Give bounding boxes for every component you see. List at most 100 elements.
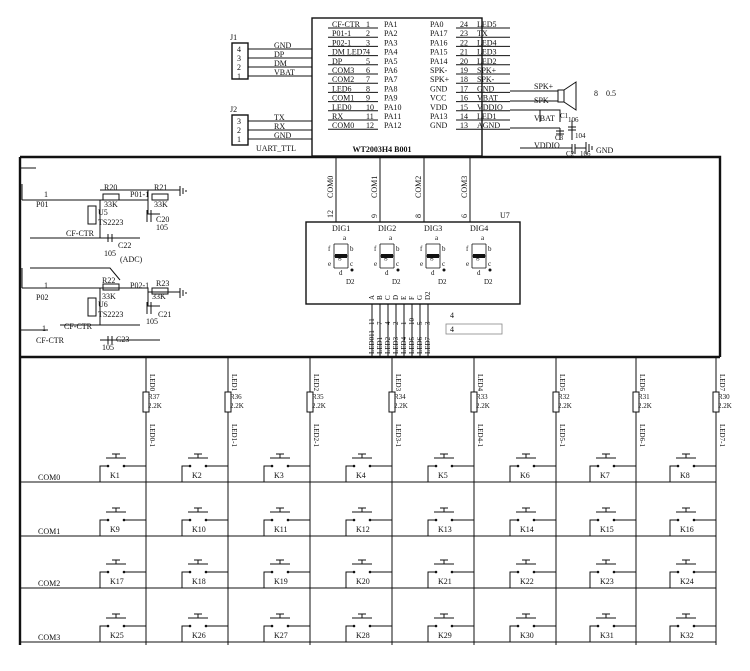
key-contact — [434, 518, 438, 522]
key-switch[interactable]: K17 — [99, 559, 146, 588]
column-resistor-icon — [224, 391, 232, 413]
com-pin-num: 9 — [370, 214, 379, 218]
column-resistor-icon — [306, 391, 314, 413]
key-switch[interactable]: K32 — [669, 613, 716, 642]
key-switch[interactable]: K27 — [263, 613, 310, 642]
key-label: K30 — [520, 631, 534, 640]
ic-left-net: COM2 — [332, 75, 354, 84]
ic-left-pin: PA5 — [384, 57, 398, 66]
seg-f-label: f — [374, 245, 377, 253]
key-switch[interactable]: K15 — [589, 507, 636, 536]
key-contact — [204, 518, 208, 522]
key-switch[interactable]: K10 — [181, 507, 228, 536]
key-switch[interactable]: K1 — [99, 453, 146, 482]
com-pin-num: 12 — [326, 210, 335, 218]
segment-g — [427, 254, 439, 258]
com-line-label: COM3 — [460, 176, 469, 198]
key-wire — [345, 465, 392, 482]
key-switch[interactable]: K14 — [509, 507, 556, 536]
key-label: K7 — [600, 471, 610, 480]
key-wire — [589, 519, 636, 536]
seg-e-label: e — [420, 260, 423, 268]
key-wire — [345, 625, 392, 642]
key-switch[interactable]: K18 — [181, 559, 228, 588]
key-button-icon — [352, 559, 372, 565]
display-led-net: LED4 — [400, 336, 408, 354]
column-resistor-value: 2.2K — [558, 402, 572, 410]
j2-net: RX — [274, 122, 285, 131]
digit-label: DIG2 — [378, 224, 396, 233]
ic-left-num: 8 — [366, 84, 370, 93]
r20-label: R20 — [104, 183, 117, 192]
key-label: K31 — [600, 631, 614, 640]
key-button-icon — [270, 507, 290, 513]
key-switch[interactable]: K12 — [345, 507, 392, 536]
key-wire — [99, 571, 146, 588]
key-switch[interactable]: K30 — [509, 613, 556, 642]
key-switch[interactable]: K31 — [589, 613, 636, 642]
j2-ref: J2 — [230, 105, 237, 114]
j2-pin-num: 3 — [237, 117, 241, 126]
key-switch[interactable]: K16 — [669, 507, 716, 536]
key-switch[interactable]: K13 — [427, 507, 474, 536]
key-label: K32 — [680, 631, 694, 640]
column-resistor-icon — [632, 391, 640, 413]
key-switch[interactable]: K4 — [345, 453, 392, 482]
key-label: K12 — [356, 525, 370, 534]
seg-f-label: f — [466, 245, 469, 253]
display-note-box — [445, 323, 503, 335]
key-contact — [286, 518, 290, 522]
key-switch[interactable]: K11 — [263, 507, 310, 536]
seg-a-label: a — [435, 234, 439, 242]
key-contact — [692, 570, 696, 574]
key-switch[interactable]: K2 — [181, 453, 228, 482]
key-button-icon — [434, 453, 454, 459]
j2-net: TX — [274, 113, 285, 122]
ch2-cfctr-b: CF-CTR — [36, 336, 65, 345]
c1-label: C1 — [560, 112, 569, 120]
r23-label: R23 — [156, 279, 169, 288]
ic-left-net: LED6 — [332, 84, 352, 93]
key-switch[interactable]: K6 — [509, 453, 556, 482]
key-switch[interactable]: K19 — [263, 559, 310, 588]
display-pin-letter: D — [392, 295, 400, 300]
key-wire — [427, 571, 474, 588]
key-wire — [509, 571, 556, 588]
row-label: COM3 — [38, 633, 60, 642]
key-contact — [204, 464, 208, 468]
key-switch[interactable]: K28 — [345, 613, 392, 642]
r22-value: 33K — [102, 292, 116, 301]
seg-b-label: b — [350, 245, 354, 253]
key-switch[interactable]: K24 — [669, 559, 716, 588]
key-button-icon — [596, 613, 616, 619]
key-switch[interactable]: K5 — [427, 453, 474, 482]
key-switch[interactable]: K29 — [427, 613, 474, 642]
key-button-icon — [434, 507, 454, 513]
display-led-net: LED7 — [424, 336, 432, 354]
key-switch[interactable]: K8 — [669, 453, 716, 482]
key-contact — [368, 570, 372, 574]
key-switch[interactable]: K9 — [99, 507, 146, 536]
ic-part-label: WT2003H4 B001 — [353, 145, 412, 154]
segment-g — [473, 254, 485, 258]
key-switch[interactable]: K21 — [427, 559, 474, 588]
key-switch[interactable]: K7 — [589, 453, 636, 482]
power-wires — [510, 109, 572, 149]
u5-icon — [87, 205, 97, 225]
ic-right-pin: PA0 — [430, 20, 444, 29]
c20-value: 105 — [156, 223, 168, 232]
column-net: LED7-1 — [718, 424, 726, 447]
j1-net: VBAT — [274, 68, 295, 77]
key-switch[interactable]: K26 — [181, 613, 228, 642]
key-switch[interactable]: K25 — [99, 613, 146, 642]
key-switch[interactable]: K3 — [263, 453, 310, 482]
c23-capacitor-icon — [107, 336, 113, 344]
key-switch[interactable]: K23 — [589, 559, 636, 588]
ic-right-num: 21 — [460, 48, 468, 57]
key-switch[interactable]: K20 — [345, 559, 392, 588]
key-switch[interactable]: K22 — [509, 559, 556, 588]
seg-a-label: a — [343, 234, 347, 242]
